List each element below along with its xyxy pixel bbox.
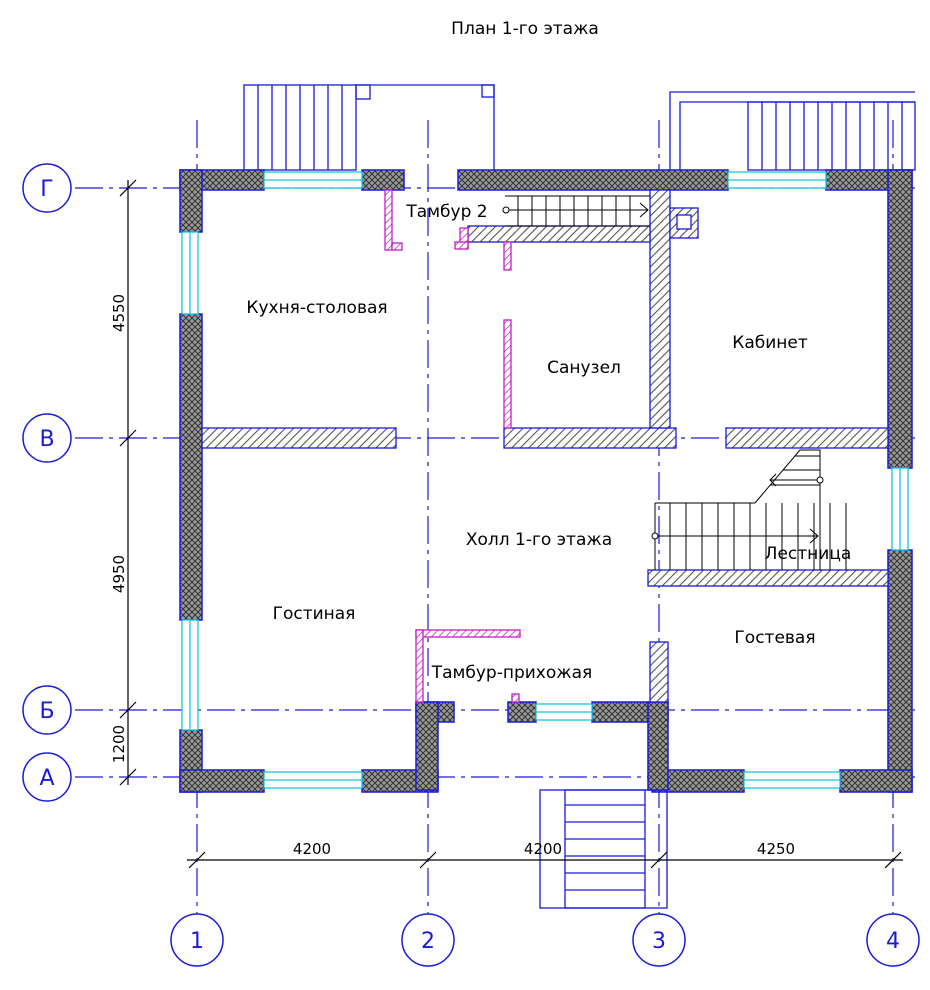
terrace-top-right xyxy=(669,91,916,171)
axis-bubble-3 xyxy=(632,913,686,967)
plan-title: План 1-го этажа xyxy=(451,19,599,39)
room-label-hall: Холл 1-го этажа xyxy=(466,530,612,550)
axis-bubble-4 xyxy=(866,913,920,967)
axis-label-v: В xyxy=(39,427,54,452)
stair-main xyxy=(651,449,847,570)
axis-bubble-2 xyxy=(401,913,455,967)
column-axis-markers xyxy=(170,913,920,967)
room-label-tambur2: Тамбур 2 xyxy=(405,202,487,222)
dimension-horizontal xyxy=(187,851,903,869)
chimney xyxy=(669,207,699,239)
room-label-guest: Гостевая xyxy=(734,628,815,648)
axis-label-3: 3 xyxy=(652,929,666,954)
stair-upper xyxy=(502,195,650,227)
exterior-walls xyxy=(179,169,913,793)
dim-4550: 4550 xyxy=(110,294,128,332)
axis-label-2: 2 xyxy=(421,929,435,954)
axis-label-g: Г xyxy=(40,177,53,202)
axis-label-1: 1 xyxy=(190,929,204,954)
room-label-kitchen: Кухня-столовая xyxy=(246,298,387,318)
windows xyxy=(181,171,909,789)
axis-label-a: А xyxy=(39,766,54,791)
room-label-living: Гостиная xyxy=(273,604,356,624)
room-label-entrance: Тамбур-прихожая xyxy=(431,663,592,683)
axis-bubble-1 xyxy=(170,913,224,967)
axis-bubble-a xyxy=(22,752,72,802)
dim-4200-a: 4200 xyxy=(293,840,331,858)
dim-4950: 4950 xyxy=(110,555,128,593)
porch-top-left xyxy=(243,84,495,171)
axis-label-b: Б xyxy=(39,699,54,724)
axis-label-4: 4 xyxy=(886,929,900,954)
dim-4250: 4250 xyxy=(757,840,795,858)
room-label-study: Кабинет xyxy=(732,333,808,353)
dim-4200-b: 4200 xyxy=(524,840,562,858)
entrance-steps xyxy=(539,789,668,909)
row-axis-markers xyxy=(22,163,72,802)
axis-bubble-g xyxy=(22,163,72,213)
room-label-stairs: Лестница xyxy=(765,544,852,564)
axis-bubble-v xyxy=(22,413,72,463)
dim-1200: 1200 xyxy=(110,725,128,763)
room-label-bathroom: Санузел xyxy=(547,358,621,378)
interior-walls xyxy=(201,189,889,703)
partitions xyxy=(384,189,521,703)
axis-bubble-b xyxy=(22,685,72,735)
dimension-vertical xyxy=(119,179,137,786)
